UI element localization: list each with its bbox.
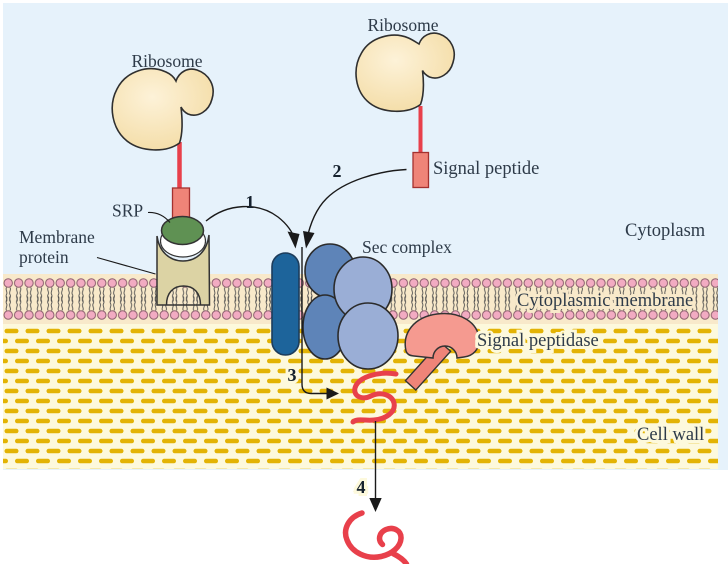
arrowhead-step1 [287,231,300,249]
label-membrane-protein-line2: protein [19,247,69,267]
released-protein-curl [342,510,410,564]
ribosome-left-assembly [111,67,214,246]
arrow-step3 [301,247,328,395]
step-number-3: 3 [288,365,297,385]
arrow-step2 [305,168,407,242]
label-cytoplasm: Cytoplasm [625,221,706,241]
label-sec-complex: Sec complex [362,237,452,257]
sec-subunit-front-bottom [337,302,399,370]
label-signal-peptidase: Signal peptidase [477,331,599,351]
label-cytoplasmic-membrane: Cytoplasmic membrane [517,291,693,311]
ribosome-left-shape [111,67,214,151]
label-membrane-protein-line1: Membrane [19,227,95,247]
label-ribosome-right: Ribosome [368,15,439,35]
label-signal-peptide: Signal peptide [433,159,539,179]
sec-channel-rod [271,252,300,356]
signal-peptidase-shape [404,312,480,359]
label-ribosome-left: Ribosome [132,51,203,71]
arrowhead-step3 [326,387,339,400]
arrowhead-step4 [369,498,382,512]
label-srp: SRP [112,201,143,221]
step-number-4: 4 [357,477,366,497]
arrowhead-step2 [303,231,315,249]
ribosome-right-assembly [355,32,455,189]
srp-leader-line [147,211,171,223]
step-number-1: 1 [246,192,255,212]
secreted-peptide-squiggle [350,370,399,425]
pathway-arrows [96,168,407,499]
sec-complex [271,243,399,370]
signal-peptidase-group [404,312,480,391]
srp-shape [160,215,205,246]
arrowheads [287,231,382,512]
step-number-2: 2 [333,161,342,181]
ribosome-right-shape [355,32,455,113]
label-cell-wall: Cell wall [637,425,704,445]
signal-peptide-right [412,151,430,189]
membrane-protein-leader-line [96,256,156,275]
